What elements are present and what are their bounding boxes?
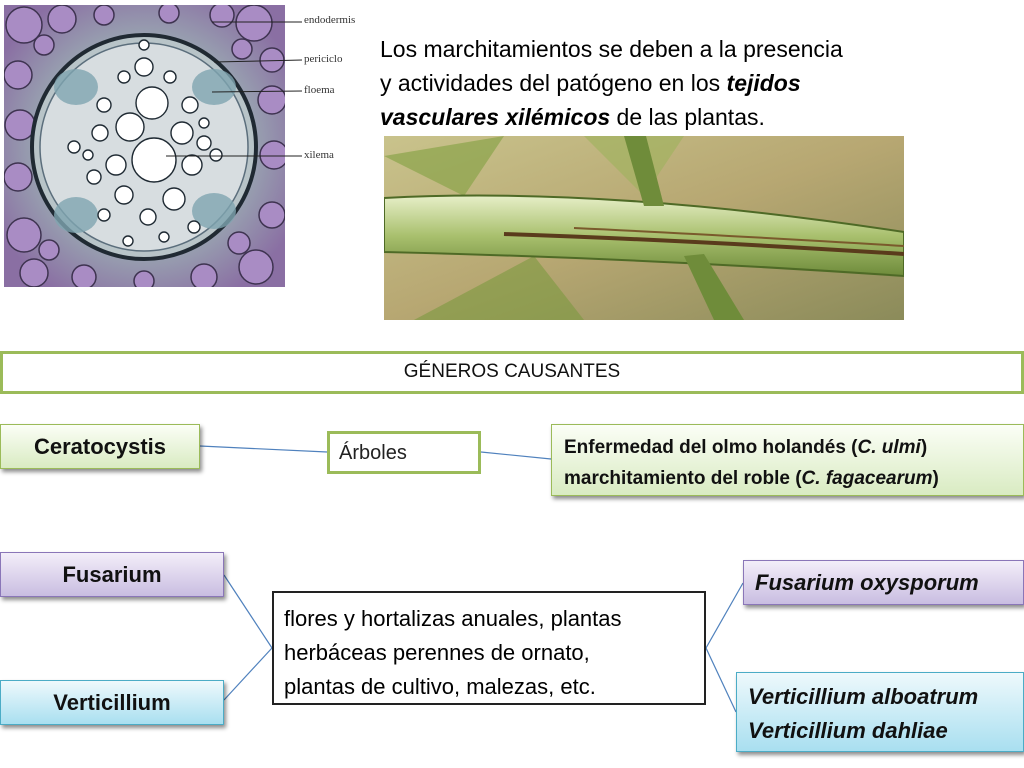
olmo-disease-line: Enfermedad del olmo holandés (C. ulmi): [564, 432, 1023, 463]
verticillium-dahliae-label: Verticillium dahliae: [748, 718, 948, 743]
label-xilema: xilema: [304, 149, 334, 161]
verticillium-alboatrum-label: Verticillium alboatrum: [748, 684, 979, 709]
label-endodermis: endodermis: [304, 14, 356, 26]
olmo-disease-text: Enfermedad del olmo holandés (: [564, 437, 858, 458]
hosts-line-3: plantas de cultivo, malezas, etc.: [284, 674, 596, 699]
hosts-line-2: herbáceas perennes de ornato,: [284, 640, 590, 665]
fusarium-oxysporum-box: Fusarium oxysporum: [743, 560, 1024, 605]
fusarium-oxysporum-label: Fusarium oxysporum: [755, 569, 979, 595]
fusarium-label: Fusarium: [62, 561, 162, 587]
intro-line-1: Los marchitamientos se deben a la presen…: [380, 36, 843, 62]
hosts-line-1: flores y hortalizas anuales, plantas: [284, 606, 622, 631]
shared-hosts-box: flores y hortalizas anuales, plantas her…: [272, 591, 706, 705]
intro-emphasis-vasculares: vasculares xilémicos: [380, 104, 611, 130]
ceratocystis-diseases-box: Enfermedad del olmo holandés (C. ulmi) m…: [551, 424, 1024, 496]
roble-disease-text: marchitamiento del roble (: [564, 468, 802, 489]
label-periciclo: periciclo: [304, 53, 343, 65]
arboles-label: Árboles: [339, 442, 407, 464]
generos-causantes-header: GÉNEROS CAUSANTES: [0, 351, 1024, 394]
roble-disease-close: ): [932, 468, 939, 489]
intro-emphasis-tejidos: tejidos: [726, 70, 801, 96]
label-floema: floema: [304, 84, 335, 96]
c-ulmi-species: C. ulmi: [857, 437, 921, 458]
intro-line-2: y actividades del patógeno en los: [380, 70, 727, 96]
ceratocystis-label: Ceratocystis: [33, 433, 167, 459]
verticillium-species-box: Verticillium alboatrum Verticillium dahl…: [736, 672, 1024, 752]
generos-causantes-label: GÉNEROS CAUSANTES: [403, 360, 621, 382]
olmo-disease-close: ): [920, 437, 928, 458]
intro-line-3: de las plantas.: [610, 104, 765, 130]
roble-disease-line: marchitamiento del roble (C. fagacearum): [564, 463, 1023, 494]
fusarium-box: Fusarium: [0, 552, 224, 597]
ceratocystis-box: Ceratocystis: [0, 424, 200, 469]
infected-stem-photo: [384, 136, 904, 320]
verticillium-label: Verticillium: [53, 689, 171, 715]
c-fagacearum-species: C. fagacearum: [801, 468, 933, 489]
root-cross-section-image: [4, 5, 285, 287]
verticillium-box: Verticillium: [0, 680, 224, 725]
intro-paragraph: Los marchitamientos se deben a la presen…: [380, 32, 980, 134]
arboles-box: Árboles: [327, 431, 481, 474]
